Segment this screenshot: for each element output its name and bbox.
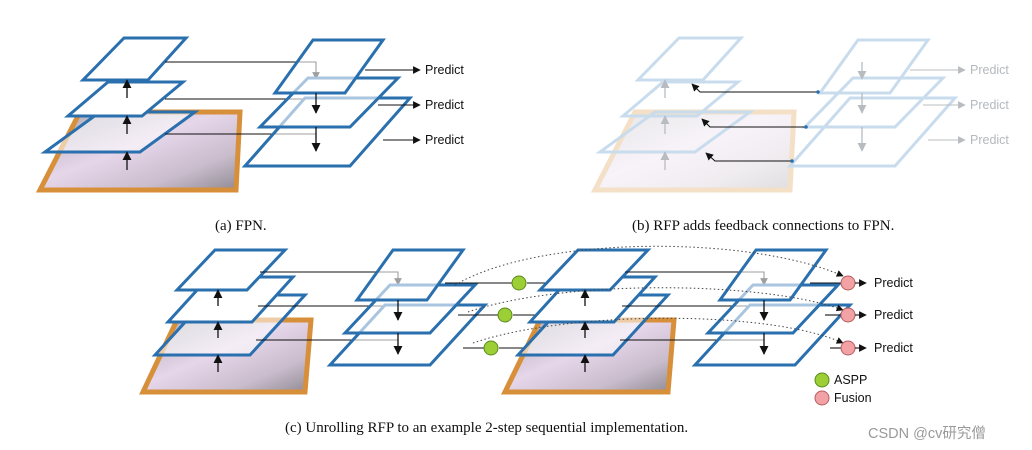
panel-fpn: Predict Predict Predict — [35, 36, 464, 193]
fpn-levels-faded — [786, 38, 959, 168]
legend-fusion-label: Fusion — [834, 391, 872, 405]
watermark: CSDN @cv研究僧 — [868, 425, 986, 442]
caption-unrolled-rfp: (c) Unrolling RFP to an example 2-step s… — [285, 420, 688, 436]
legend-aspp-swatch — [814, 372, 830, 388]
caption-rfp-feedback: (b) RFP adds feedback connections to FPN… — [632, 218, 894, 234]
predict-label: Predict — [874, 308, 913, 322]
feedback-connections — [691, 83, 818, 162]
legend-fusion-swatch — [814, 390, 830, 406]
panel-rfp-feedback: Predict Predict Predict — [590, 36, 1009, 193]
step1-backbone-levels — [151, 248, 309, 357]
step2-backbone-levels — [514, 248, 672, 357]
feedback-dots — [790, 90, 820, 163]
step1-fpn-levels — [326, 248, 489, 367]
predict-label: Predict — [425, 63, 464, 77]
aspp-nodes — [483, 275, 527, 356]
predict-label: Predict — [970, 133, 1009, 147]
predict-label: Predict — [970, 63, 1009, 77]
predict-label: Predict — [970, 98, 1009, 112]
fusion-node — [840, 307, 856, 323]
predict-label: Predict — [425, 133, 464, 147]
fusion-node — [840, 340, 856, 356]
step2-fpn-levels — [691, 248, 854, 367]
predict-label: Predict — [874, 341, 913, 355]
aspp-node — [511, 275, 527, 291]
step2-to-fusion-lines — [810, 282, 841, 349]
skip-connections-to-fusion — [454, 245, 844, 344]
legend: ASPP Fusion — [814, 372, 872, 406]
fusion-node — [840, 275, 856, 291]
fusion-predict-arrows — [855, 279, 867, 352]
aspp-node — [497, 307, 513, 323]
legend-aspp-label: ASPP — [834, 373, 867, 387]
aspp-node — [483, 340, 499, 356]
backbone-levels — [40, 36, 200, 154]
predict-label: Predict — [425, 98, 464, 112]
predict-arrows — [365, 66, 421, 144]
fusion-nodes — [840, 275, 856, 356]
panel-unrolled-rfp: Predict Predict Predict ASPP Fusion — [139, 245, 913, 406]
fpn-levels — [241, 38, 414, 168]
predict-arrows-faded — [910, 66, 966, 144]
predict-label: Predict — [874, 276, 913, 290]
caption-fpn: (a) FPN. — [215, 218, 267, 234]
